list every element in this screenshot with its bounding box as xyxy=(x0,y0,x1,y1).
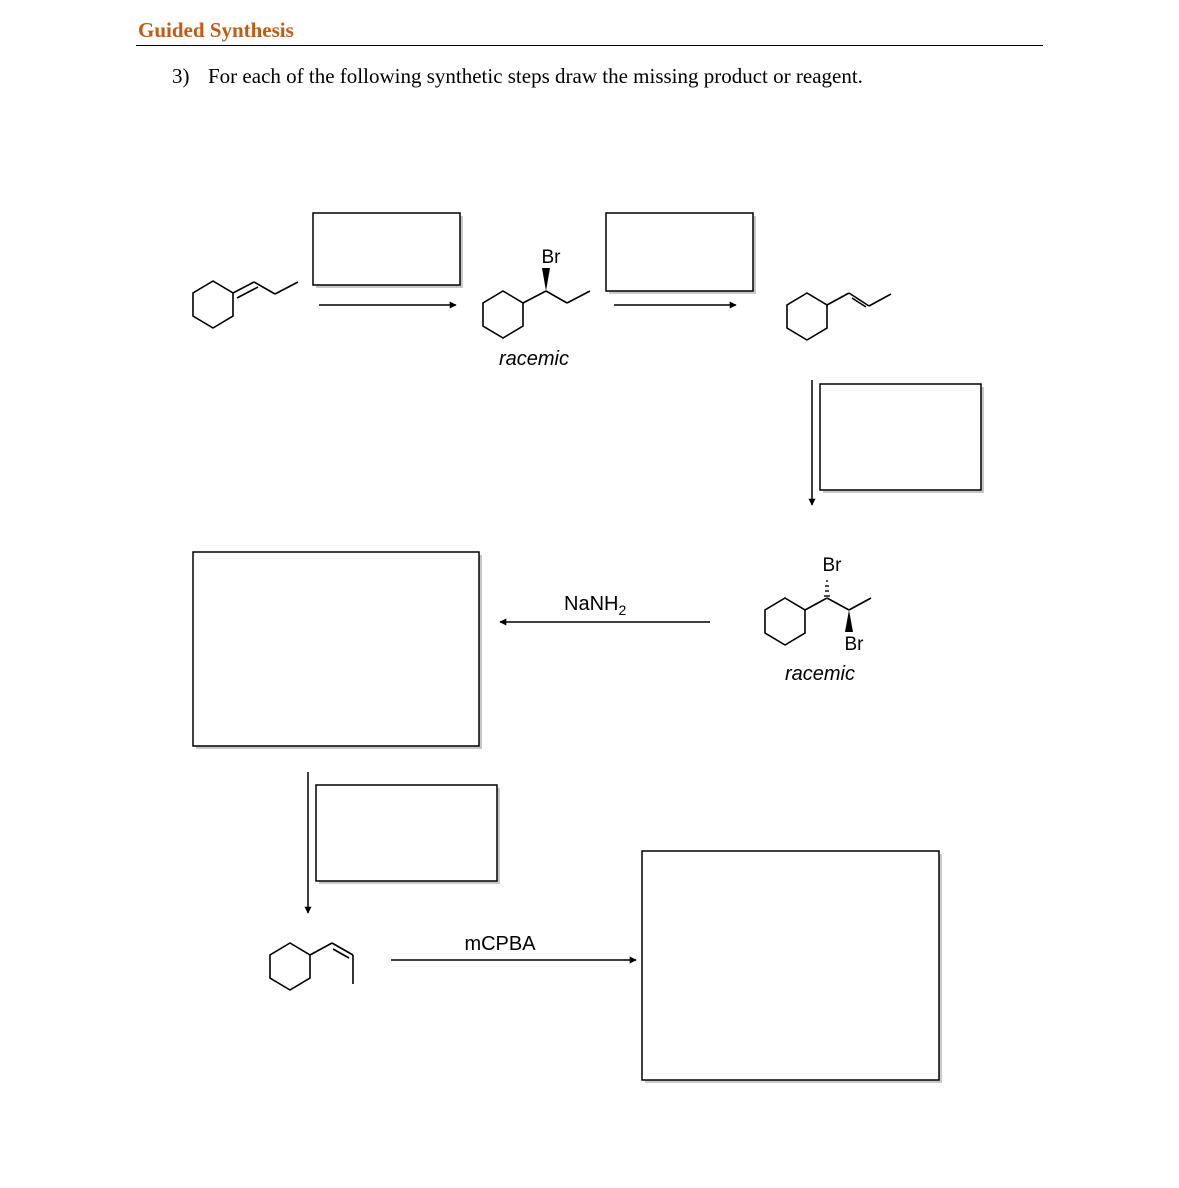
reagent-mcpba: mCPBA xyxy=(464,933,536,955)
question-prompt: 3) For each of the following synthetic st… xyxy=(172,64,863,89)
stereo-note: racemic xyxy=(499,348,569,370)
answer-box-product-1[interactable] xyxy=(192,551,482,749)
molecule-dibromide: Br Br racemic xyxy=(764,555,872,685)
molecule-propylidenecyclohexane xyxy=(192,280,299,329)
question-number: 3) xyxy=(172,64,190,88)
answer-box-reagent-3[interactable] xyxy=(819,383,984,493)
molecule-propenylcyclohexane xyxy=(786,292,892,341)
bromine-label-top: Br xyxy=(823,555,843,576)
reagent-sodium-amide-subscript: 2 xyxy=(618,602,626,618)
molecule-bromopropylcyclohexane: Br racemic xyxy=(482,247,591,370)
reagent-sodium-amide-main: NaNH xyxy=(564,593,618,615)
answer-box-reagent-2[interactable] xyxy=(605,212,756,294)
answer-box-product-2[interactable] xyxy=(641,850,942,1083)
section-title: Guided Synthesis xyxy=(138,18,294,42)
molecule-cis-propenylcyclohexane xyxy=(269,942,354,991)
question-text: For each of the following synthetic step… xyxy=(208,64,863,88)
answer-box-reagent-4[interactable] xyxy=(315,784,500,884)
reagent-sodium-amide: NaNH2 xyxy=(564,593,626,618)
section-rule xyxy=(136,45,1043,46)
stereo-note-dibromide: racemic xyxy=(785,663,855,685)
answer-box-reagent-1[interactable] xyxy=(312,212,463,288)
bromine-label-bottom: Br xyxy=(845,634,865,655)
bromine-label: Br xyxy=(542,247,562,268)
